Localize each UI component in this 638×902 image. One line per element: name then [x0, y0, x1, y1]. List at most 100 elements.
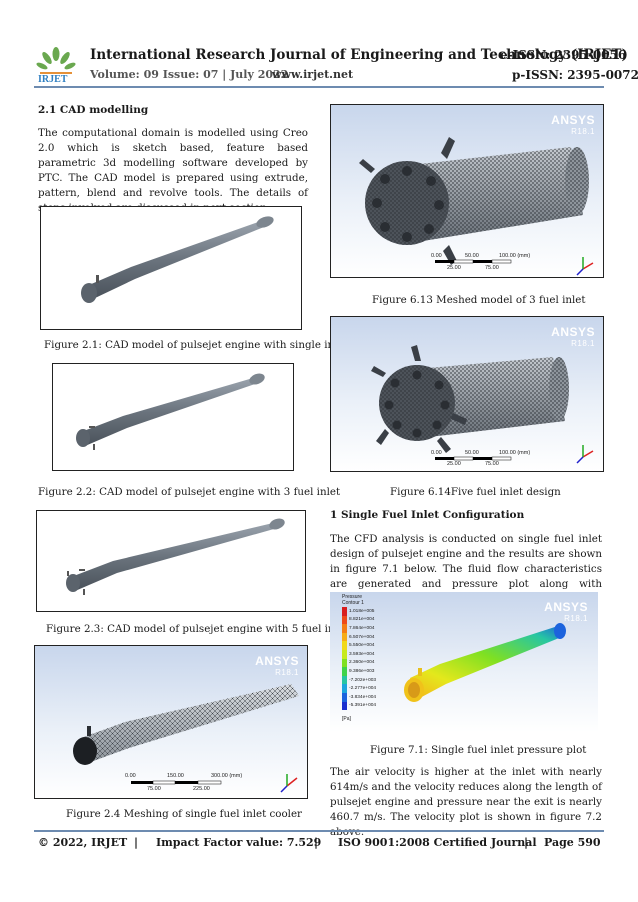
figure-6-14-image: ANSYS R18.1 0.00 50.00 100.00 (mm) 25.00…: [330, 316, 604, 472]
legend-swatch: [342, 649, 347, 659]
scale-label-0: 0.00: [431, 450, 442, 456]
figure-6-14-caption: Figure 6.14Five fuel inlet design: [390, 486, 561, 498]
figure-2-1-caption: Figure 2.1: CAD model of pulsejet engine…: [44, 339, 348, 351]
scale-label-2: 100.00 (mm): [499, 253, 531, 259]
legend-value: 5.550e+004: [349, 643, 375, 649]
footer-impact-factor: Impact Factor value: 7.529: [156, 836, 322, 849]
scale-label-1: 50.00: [465, 253, 479, 259]
figure-7-1-caption: Figure 7.1: Single fuel inlet pressure p…: [370, 744, 587, 756]
journal-title: International Research Journal of Engine…: [90, 47, 628, 63]
section-heading-single-fuel-inlet: 1 Single Fuel Inlet Configuration: [330, 509, 525, 521]
legend-value: -3.834e+004: [349, 694, 377, 700]
scale-label-0: 0.00: [125, 773, 136, 779]
legend-swatch: [342, 615, 347, 625]
legend-value: -5.391e+004: [349, 703, 377, 709]
legend-swatch: [342, 692, 347, 702]
footer-separator: |: [524, 836, 529, 849]
scale-label-2: 300.00 (mm): [211, 773, 243, 779]
cad-modelling-paragraph: The computational domain is modelled usi…: [38, 127, 308, 214]
p-issn: p-ISSN: 2395-0072: [512, 68, 638, 82]
legend-entry: -5.391e+004: [342, 701, 377, 711]
legend-value: -2.277e+004: [349, 686, 377, 692]
legend-entry: 1.018e+005: [342, 607, 376, 616]
scale-label-3: 25.00: [447, 265, 461, 271]
footer-iso: ISO 9001:2008 Certified Journal: [338, 836, 537, 849]
e-issn: e-ISSN: 2395-0056: [500, 48, 627, 62]
figure-6-13-caption: Figure 6.13 Meshed model of 3 fuel inlet: [372, 294, 586, 306]
figure-2-3-caption: Figure 2.3: CAD model of pulsejet engine…: [46, 623, 344, 635]
scale-label-4: 225.00: [193, 786, 210, 792]
legend-swatch: [342, 607, 347, 616]
figure-2-2-image: [52, 363, 294, 471]
legend-swatch: [342, 624, 347, 633]
scale-label-2: 100.00 (mm): [499, 450, 531, 456]
footer-separator: |: [314, 836, 319, 849]
ansys-version: R18.1: [564, 614, 588, 623]
legend-swatch: [342, 684, 347, 693]
legend-unit: [Pa]: [342, 716, 351, 722]
legend-value: 9.386e+003: [349, 668, 375, 674]
ansys-logo-text: ANSYS: [544, 600, 588, 614]
journal-website-link[interactable]: www.irjet.net: [272, 68, 354, 81]
figure-2-4-image: ANSYS R18.1 0.00 150.00 300.00 (mm) 75.0…: [34, 645, 308, 799]
ansys-version: R18.1: [275, 668, 299, 677]
ansys-logo-text: ANSYS: [551, 325, 595, 339]
legend-subtitle: Contour 1: [342, 600, 364, 606]
scale-label-1: 150.00: [167, 773, 184, 779]
legend-swatch: [342, 667, 347, 676]
ansys-version: R18.1: [571, 127, 595, 136]
legend-value: 2.360e+004: [349, 660, 375, 666]
logo-text: IRJET: [38, 74, 68, 85]
ansys-logo: ANSYS R18.1: [551, 113, 595, 136]
legend-entry: 2.360e+004: [342, 658, 376, 668]
figure-7-1-image: Pressure Contour 1 1.018e+005 8.821e+004 7…: [330, 592, 598, 732]
scale-label-0: 0.00: [431, 253, 442, 259]
legend-entry: 6.507e+004: [342, 632, 376, 642]
header-divider: [34, 86, 604, 88]
ansys-version: R18.1: [571, 339, 595, 348]
ansys-logo: ANSYS R18.1: [551, 325, 595, 348]
ansys-logo: ANSYS R18.1: [255, 654, 299, 677]
legend-swatch: [342, 701, 347, 711]
legend-value: 6.507e+004: [349, 634, 375, 640]
figure-6-13-image: ANSYS R18.1 0.00 50.00 100.00 (mm) 25.00…: [330, 104, 604, 278]
ansys-logo-text: ANSYS: [255, 654, 299, 668]
legend-entry: 5.550e+004: [342, 641, 376, 650]
legend-entry: 9.386e+003: [342, 667, 376, 676]
legend-entry: 8.821e+004: [342, 615, 376, 625]
legend-value: -7.202e+003: [349, 677, 377, 683]
scale-label-3: 75.00: [147, 786, 161, 792]
legend-value: 7.864e+004: [349, 625, 375, 631]
legend-entry: 3.593e+004: [342, 649, 376, 659]
footer-page-number: Page 590: [544, 836, 601, 849]
legend-swatch: [342, 641, 347, 650]
pressure-legend: 1.018e+005 8.821e+004 7.864e+004 6.507e+004…: [342, 607, 377, 711]
scale-label-1: 50.00: [465, 450, 479, 456]
legend-swatch: [342, 675, 347, 685]
volume-issue: Volume: 09 Issue: 07 | July 2022: [90, 68, 289, 81]
irjet-logo: IRJET: [36, 46, 76, 90]
legend-value: 3.593e+004: [349, 651, 375, 657]
scale-label-4: 75.00: [485, 461, 499, 467]
figure-2-1-image: [40, 206, 302, 330]
footer-divider: [34, 830, 604, 832]
figure-2-4-caption: Figure 2.4 Meshing of single fuel inlet …: [66, 808, 302, 820]
legend-entry: -2.277e+004: [342, 684, 376, 693]
figure-2-2-caption: Figure 2.2: CAD model of pulsejet engine…: [38, 486, 341, 498]
section-heading-cad-modelling: 2.1 CAD modelling: [38, 104, 149, 116]
figure-2-3-image: [36, 510, 306, 612]
ansys-logo: ANSYS R18.1: [544, 600, 588, 623]
legend-title: Pressure: [342, 594, 363, 600]
footer-copyright: © 2022, IRJET: [38, 836, 128, 849]
legend-entry: -7.202e+003: [342, 675, 377, 685]
velocity-paragraph: The air velocity is higher at the inlet …: [330, 766, 602, 838]
legend-entry: 7.864e+004: [342, 624, 376, 633]
scale-label-3: 25.00: [447, 461, 461, 467]
ansys-logo-text: ANSYS: [551, 113, 595, 127]
legend-entry: -3.834e+004: [342, 692, 377, 702]
legend-swatch: [342, 632, 347, 642]
legend-value: 1.018e+005: [349, 608, 375, 614]
legend-value: 8.821e+004: [349, 617, 375, 623]
legend-swatch: [342, 658, 347, 668]
footer-separator: |: [134, 836, 139, 849]
